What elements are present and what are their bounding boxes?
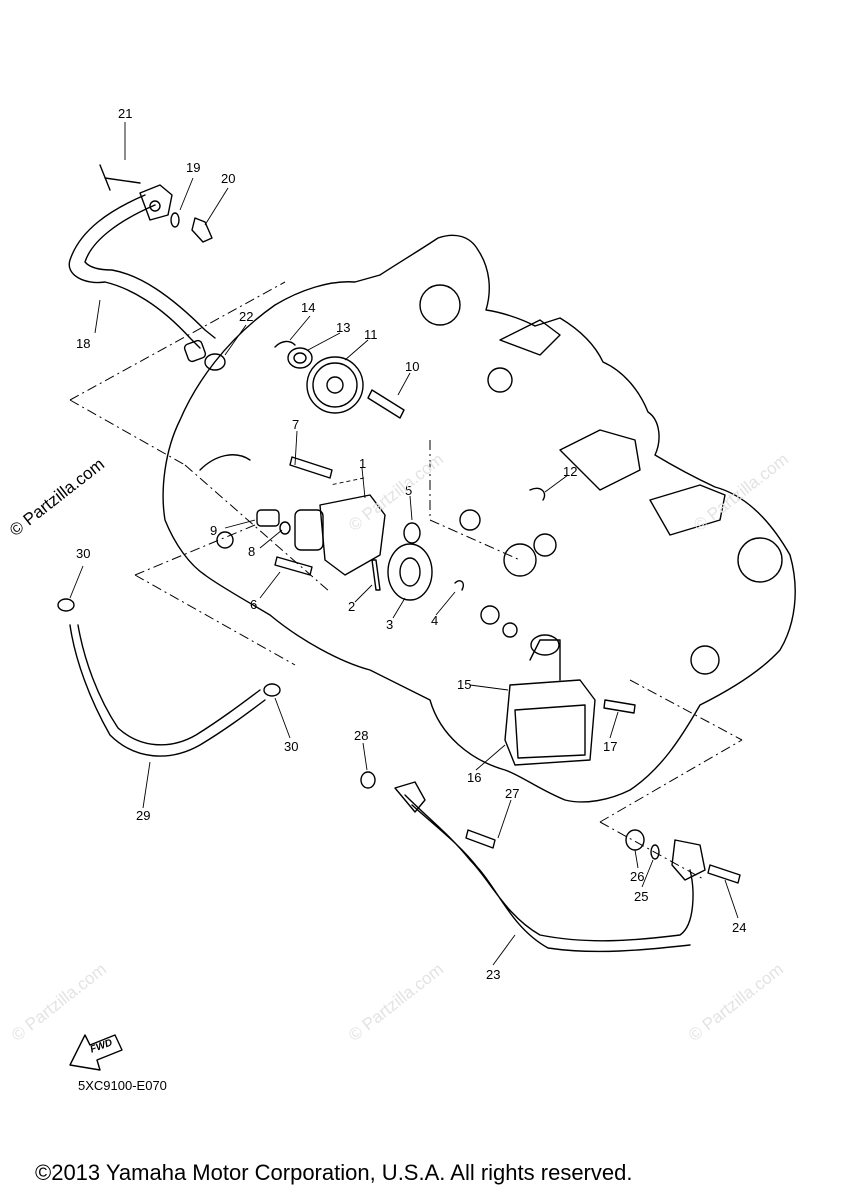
callout-25: 25: [634, 889, 649, 904]
callout-17: 17: [603, 739, 618, 754]
crankcase-outline: [162, 234, 796, 803]
oil-strainer: [504, 679, 596, 766]
callout-30-lower: 30: [284, 739, 299, 754]
callout-28: 28: [354, 728, 369, 743]
oil-hose-29: [69, 624, 266, 757]
callout-5: 5: [405, 483, 413, 498]
gear-11: [306, 356, 364, 414]
callout-4: 4: [431, 613, 439, 628]
fwd-arrow: [69, 1034, 123, 1071]
callout-11: 11: [364, 327, 378, 342]
callout-10: 10: [405, 359, 420, 374]
callout-16: 16: [467, 770, 482, 785]
callout-19: 19: [186, 160, 201, 175]
callout-23: 23: [486, 967, 501, 982]
callout-2: 2: [348, 599, 356, 614]
callout-22: 22: [239, 309, 254, 324]
callout-30-upper: 30: [76, 546, 91, 561]
copyright-notice: ©2013 Yamaha Motor Corporation, U.S.A. A…: [35, 1160, 633, 1185]
callout-13: 13: [336, 320, 351, 335]
callout-12: 12: [563, 464, 578, 479]
callout-3: 3: [386, 617, 394, 632]
callout-9: 9: [210, 523, 218, 538]
callout-7: 7: [292, 417, 300, 432]
callout-21: 21: [118, 106, 133, 121]
callout-1: 1: [359, 456, 367, 471]
callout-27: 27: [505, 786, 520, 801]
callout-6: 6: [250, 597, 258, 612]
callout-20: 20: [221, 171, 236, 186]
reference-code: 5XC9100-E070: [78, 1078, 167, 1093]
callout-15: 15: [457, 677, 472, 692]
callout-24: 24: [732, 920, 747, 935]
case-hole: [419, 284, 461, 326]
callout-8: 8: [248, 544, 256, 559]
callout-18: 18: [76, 336, 91, 351]
oil-pipe-23: [404, 794, 694, 953]
callout-26: 26: [630, 869, 645, 884]
callout-29: 29: [136, 808, 151, 823]
oil-pump-1: [319, 494, 386, 576]
callout-14: 14: [301, 300, 316, 315]
oil-pipe-18: [68, 194, 216, 349]
